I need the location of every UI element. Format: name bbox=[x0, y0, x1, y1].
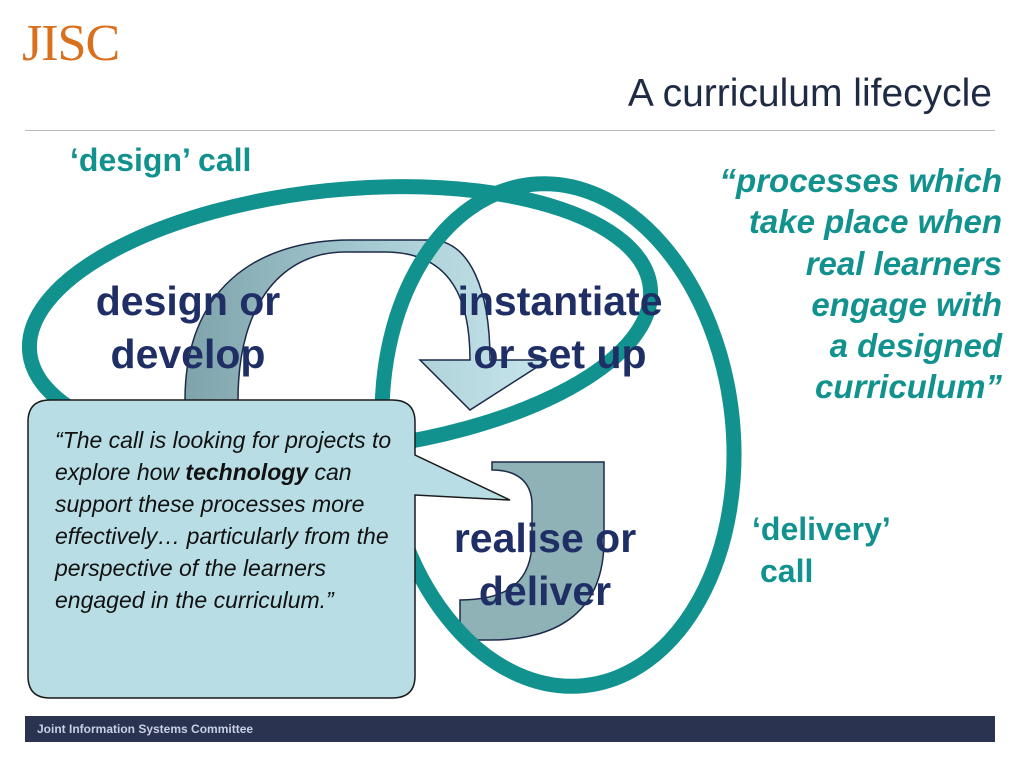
delivery-call-line2: call bbox=[760, 552, 814, 589]
quote-line-4: engage with bbox=[811, 285, 1002, 323]
stage-instantiate-line1: instantiate bbox=[457, 278, 663, 324]
stage-design-develop: design or develop bbox=[68, 275, 308, 382]
stage-design-line2: develop bbox=[110, 331, 266, 378]
quote-line-2: take place when bbox=[748, 203, 1002, 241]
jisc-logo: JISC bbox=[22, 15, 120, 72]
delivery-call-line1: ‘delivery’ bbox=[752, 511, 891, 547]
cycle-arrow-bottom bbox=[459, 461, 605, 641]
footer-bar: Joint Information Systems Committee bbox=[25, 716, 995, 742]
quote-line-5: a designed bbox=[829, 327, 1002, 364]
design-call-label: ‘design’ call bbox=[70, 142, 252, 178]
quote-line-6: curriculum” bbox=[814, 368, 1002, 406]
title-divider bbox=[25, 130, 995, 131]
stage-instantiate: instantiate or set up bbox=[410, 275, 710, 382]
callout-bubble bbox=[27, 399, 511, 699]
processes-quote: “processes which take place when real le… bbox=[632, 160, 1002, 408]
delivery-call-label: ‘delivery’ call bbox=[752, 509, 891, 592]
footer-text: Joint Information Systems Committee bbox=[37, 722, 254, 736]
stage-design-line1: design or bbox=[95, 278, 281, 324]
stage-instantiate-line2: or set up bbox=[473, 331, 647, 378]
callout-emphasis: technology bbox=[185, 458, 309, 485]
callout-text-after: can support these processes more effecti… bbox=[55, 458, 389, 613]
callout-quote: “The call is looking for projects to exp… bbox=[55, 425, 400, 617]
callout-text-before: “The call is looking for projects to exp… bbox=[55, 427, 392, 485]
slide-title: A curriculum lifecycle bbox=[627, 72, 992, 115]
quote-line-3: real learners bbox=[805, 244, 1002, 282]
stage-realise-line2: deliver bbox=[478, 568, 612, 615]
stage-realise: realise or deliver bbox=[410, 512, 680, 619]
quote-line-1: “processes which bbox=[719, 162, 1002, 199]
stage-realise-line1: realise or bbox=[453, 515, 637, 561]
